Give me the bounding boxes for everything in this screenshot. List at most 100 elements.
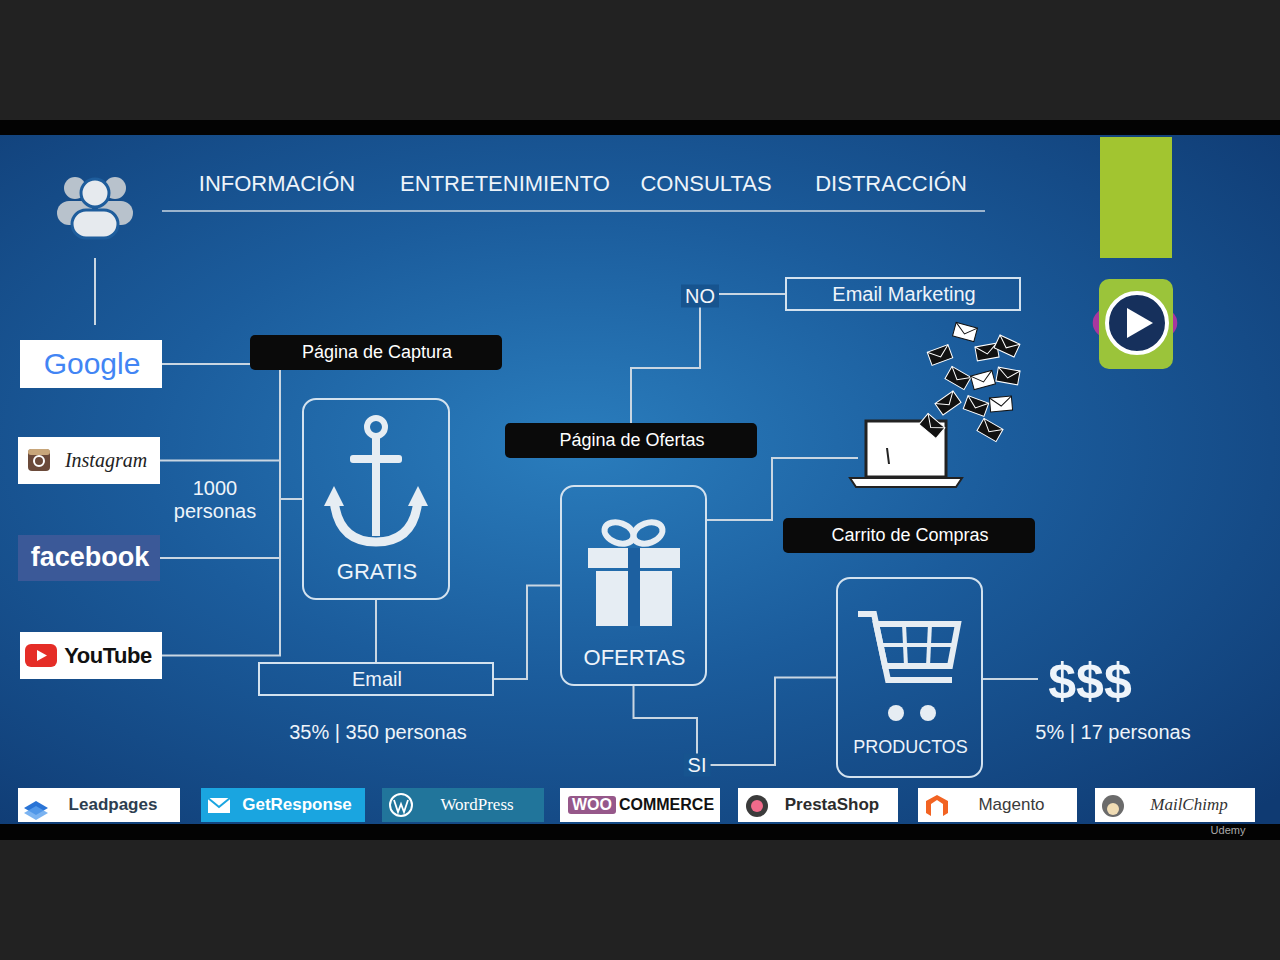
tool-logo: Magento <box>918 788 1077 822</box>
leader-line <box>983 678 1038 680</box>
header-topic: INFORMACIÓN <box>199 171 355 196</box>
logo-circle <box>1107 293 1167 353</box>
envelope-flap <box>971 370 995 384</box>
envelope <box>927 345 952 366</box>
header-topic: ENTRETENIMIENTO <box>400 171 610 196</box>
wp-ring <box>390 794 412 816</box>
tool-logo: MailChimp <box>1095 788 1255 822</box>
logo-badge-text: WOO <box>568 796 616 814</box>
logo-ground <box>1095 788 1255 822</box>
node-text: Google <box>44 347 141 382</box>
node-text: WordPress <box>440 795 513 815</box>
anchor-arm <box>334 500 418 542</box>
envelope-body <box>977 418 1003 441</box>
edge-label: SI <box>684 754 711 777</box>
envelope-body <box>927 345 952 366</box>
node-text: Magento <box>978 795 1044 815</box>
prestashop-icon <box>746 795 768 817</box>
node-text: GetResponse <box>242 795 352 815</box>
page-label-pill: Carrito de Compras <box>783 518 1035 553</box>
envelope <box>996 367 1020 385</box>
anchor-shank <box>372 436 380 536</box>
person-body <box>72 210 118 238</box>
envelope-flap <box>989 396 1012 407</box>
monkey-head <box>1102 795 1124 817</box>
watermark: Udemy <box>1211 824 1246 837</box>
envelope-body <box>989 396 1012 412</box>
magento-icon <box>926 795 948 816</box>
envelope <box>971 370 996 389</box>
logo-ground <box>738 788 898 822</box>
node-text: facebook <box>31 542 150 573</box>
envelope-flap <box>935 391 958 411</box>
tool-logo: WOOCOMMERCE <box>560 788 720 822</box>
envelope-body <box>996 367 1020 385</box>
node-text: PRODUCTOS <box>853 737 968 758</box>
envelope-logo-icon <box>208 798 230 813</box>
play-ground <box>25 644 57 667</box>
envelope <box>977 418 1003 441</box>
camera-lens <box>34 456 44 466</box>
envelope-flap <box>997 367 1020 380</box>
revenue-symbol: $$$ <box>1048 653 1131 711</box>
header-underline <box>162 210 985 212</box>
laptop-base <box>850 478 962 487</box>
envelope-flap <box>927 345 951 361</box>
flow-connector <box>375 600 377 662</box>
page-label-pill: Página de Captura <box>250 335 502 370</box>
play-logo <box>1087 275 1183 371</box>
conversion-rate: 5% | 17 personas <box>1035 721 1190 744</box>
social-network-logo: Instagram <box>18 437 160 484</box>
laptop-cursor <box>887 448 889 464</box>
layers-icon <box>24 801 48 820</box>
people-icon <box>57 177 133 238</box>
node-text: Instagram <box>65 449 147 472</box>
laptop-icon <box>850 421 962 487</box>
cart-wheel <box>888 705 904 721</box>
page-label-pill: Página de Ofertas <box>505 423 757 458</box>
envelope-body <box>935 391 961 415</box>
offers-page-box: OFERTAS <box>560 485 707 686</box>
camera-body <box>28 449 50 471</box>
node-text: YouTube <box>64 643 151 668</box>
conversion-rate: 35% | 350 personas <box>289 721 467 744</box>
node-text: Email Marketing <box>832 283 975 306</box>
envelope-flap <box>954 322 978 336</box>
envelope-flap <box>979 418 1003 437</box>
envelope-body <box>994 335 1020 357</box>
tool-logo: WordPress <box>382 788 544 822</box>
node-text: Carrito de Compras <box>831 525 988 546</box>
email-box: Email <box>258 662 494 696</box>
wp-mark <box>394 800 408 812</box>
flow-connector <box>631 294 785 423</box>
anchor-stock <box>350 455 402 463</box>
envelope <box>989 396 1012 412</box>
envelope-flap <box>975 343 998 356</box>
cart-basket <box>876 624 958 666</box>
gift-ribbon <box>628 548 640 626</box>
wordpress-icon <box>390 794 412 816</box>
anchor-ring <box>367 418 385 436</box>
envelope <box>963 396 988 417</box>
envelope-body <box>919 414 945 439</box>
search-engine-logo: Google <box>20 340 162 388</box>
envelope-flap <box>965 396 989 412</box>
magento-mark <box>926 795 948 816</box>
tool-logo: PrestaShop <box>738 788 898 822</box>
envelopes-icon <box>919 322 1020 441</box>
envelope-flap <box>996 335 1020 352</box>
cart-icon <box>858 614 958 721</box>
social-network-logo: facebook <box>18 535 160 581</box>
cart-grid <box>880 643 954 647</box>
layer <box>24 806 48 820</box>
logo-ground <box>20 340 162 388</box>
envelope-flap <box>208 798 230 807</box>
cart-wheel <box>920 705 936 721</box>
logo-ground <box>560 788 720 822</box>
flow-connector <box>162 499 302 656</box>
logo-ground <box>201 788 365 822</box>
envelope <box>919 414 945 439</box>
node-text: MailChimp <box>1150 795 1227 815</box>
logo-ground <box>20 632 162 679</box>
